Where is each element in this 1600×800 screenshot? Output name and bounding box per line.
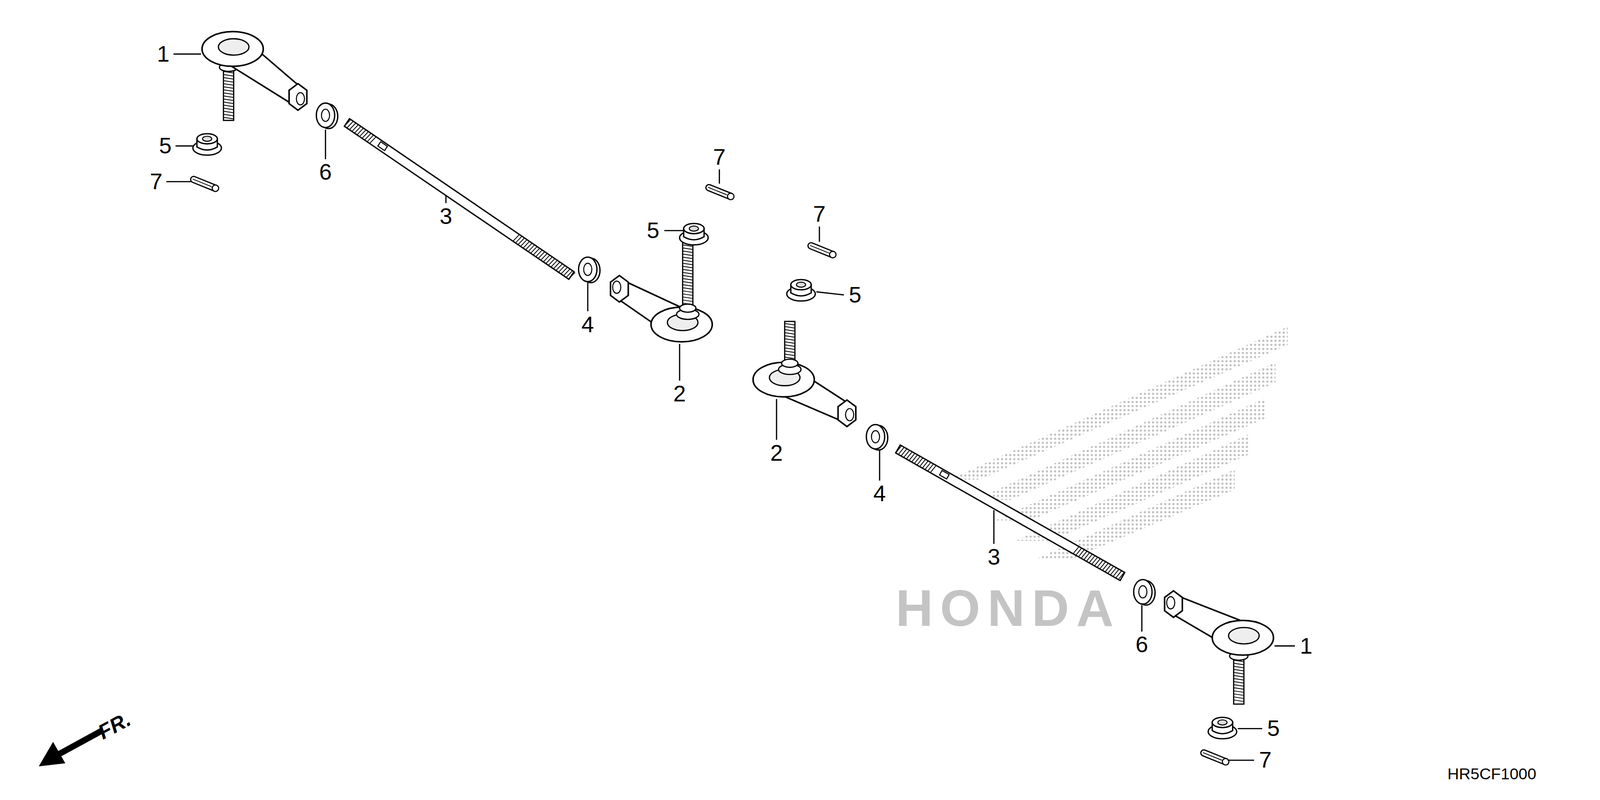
leader-line <box>679 344 681 381</box>
callout-number: 6 <box>1135 633 1149 656</box>
flange-nut <box>786 279 816 302</box>
leader-line <box>776 399 778 440</box>
callout-number: 4 <box>581 313 595 336</box>
lock-nut <box>578 256 600 283</box>
callout-number: 2 <box>770 441 784 465</box>
cotter-pin <box>189 175 219 192</box>
leader-line <box>173 53 202 56</box>
leader-line <box>445 194 447 203</box>
leader-line <box>879 449 881 481</box>
watermark: HONDA <box>895 582 1121 634</box>
tie-rod <box>344 118 576 280</box>
lock-nut <box>1133 579 1156 606</box>
leader-line <box>818 226 821 242</box>
callout-number: 7 <box>149 170 163 193</box>
callout-number: 7 <box>1258 748 1272 772</box>
callout-number: 4 <box>873 482 887 505</box>
leader-line <box>587 282 589 312</box>
callout-number: 5 <box>1267 717 1280 740</box>
leader-line <box>1274 645 1295 647</box>
tie-rod-end <box>1164 590 1274 704</box>
cotter-pin <box>704 183 735 200</box>
leader-line <box>1227 759 1255 761</box>
callout-number: 1 <box>157 42 170 66</box>
leader-line <box>816 291 845 296</box>
callout-number: 7 <box>813 202 826 226</box>
leader-line <box>1141 605 1143 632</box>
flange-nut <box>192 133 222 156</box>
callout-number: 5 <box>159 134 172 158</box>
drawing-code: HR5CF1000 <box>1447 765 1537 782</box>
callout-number: 7 <box>712 145 726 169</box>
tie-rod-end <box>752 321 856 427</box>
leader-line <box>175 145 193 147</box>
callout-number: 5 <box>848 283 862 307</box>
callout-number: 2 <box>673 382 687 406</box>
callout-number: 1 <box>1299 634 1313 658</box>
callout-number: 6 <box>319 160 332 184</box>
cotter-pin <box>807 241 837 259</box>
tie-rod <box>895 445 1125 581</box>
leader-line <box>166 181 191 183</box>
flange-nut <box>1208 717 1237 739</box>
callout-number: 5 <box>646 219 660 242</box>
tie-rod-end <box>201 31 307 121</box>
front-arrow <box>38 730 102 767</box>
flange-nut <box>679 223 709 246</box>
front-direction-label: FR. <box>94 708 134 743</box>
leader-line <box>664 230 684 232</box>
leader-line <box>1237 728 1263 730</box>
cotter-pin <box>1200 749 1230 766</box>
callout-number: 3 <box>987 545 1001 569</box>
tie-rod-end <box>610 236 712 342</box>
leader-line <box>324 129 327 160</box>
callout-number: 3 <box>439 205 453 228</box>
leader-line <box>993 510 995 544</box>
logo-wing <box>949 326 1288 560</box>
lock-nut <box>866 424 888 450</box>
lock-nut <box>316 103 338 129</box>
leader-line <box>718 169 720 184</box>
